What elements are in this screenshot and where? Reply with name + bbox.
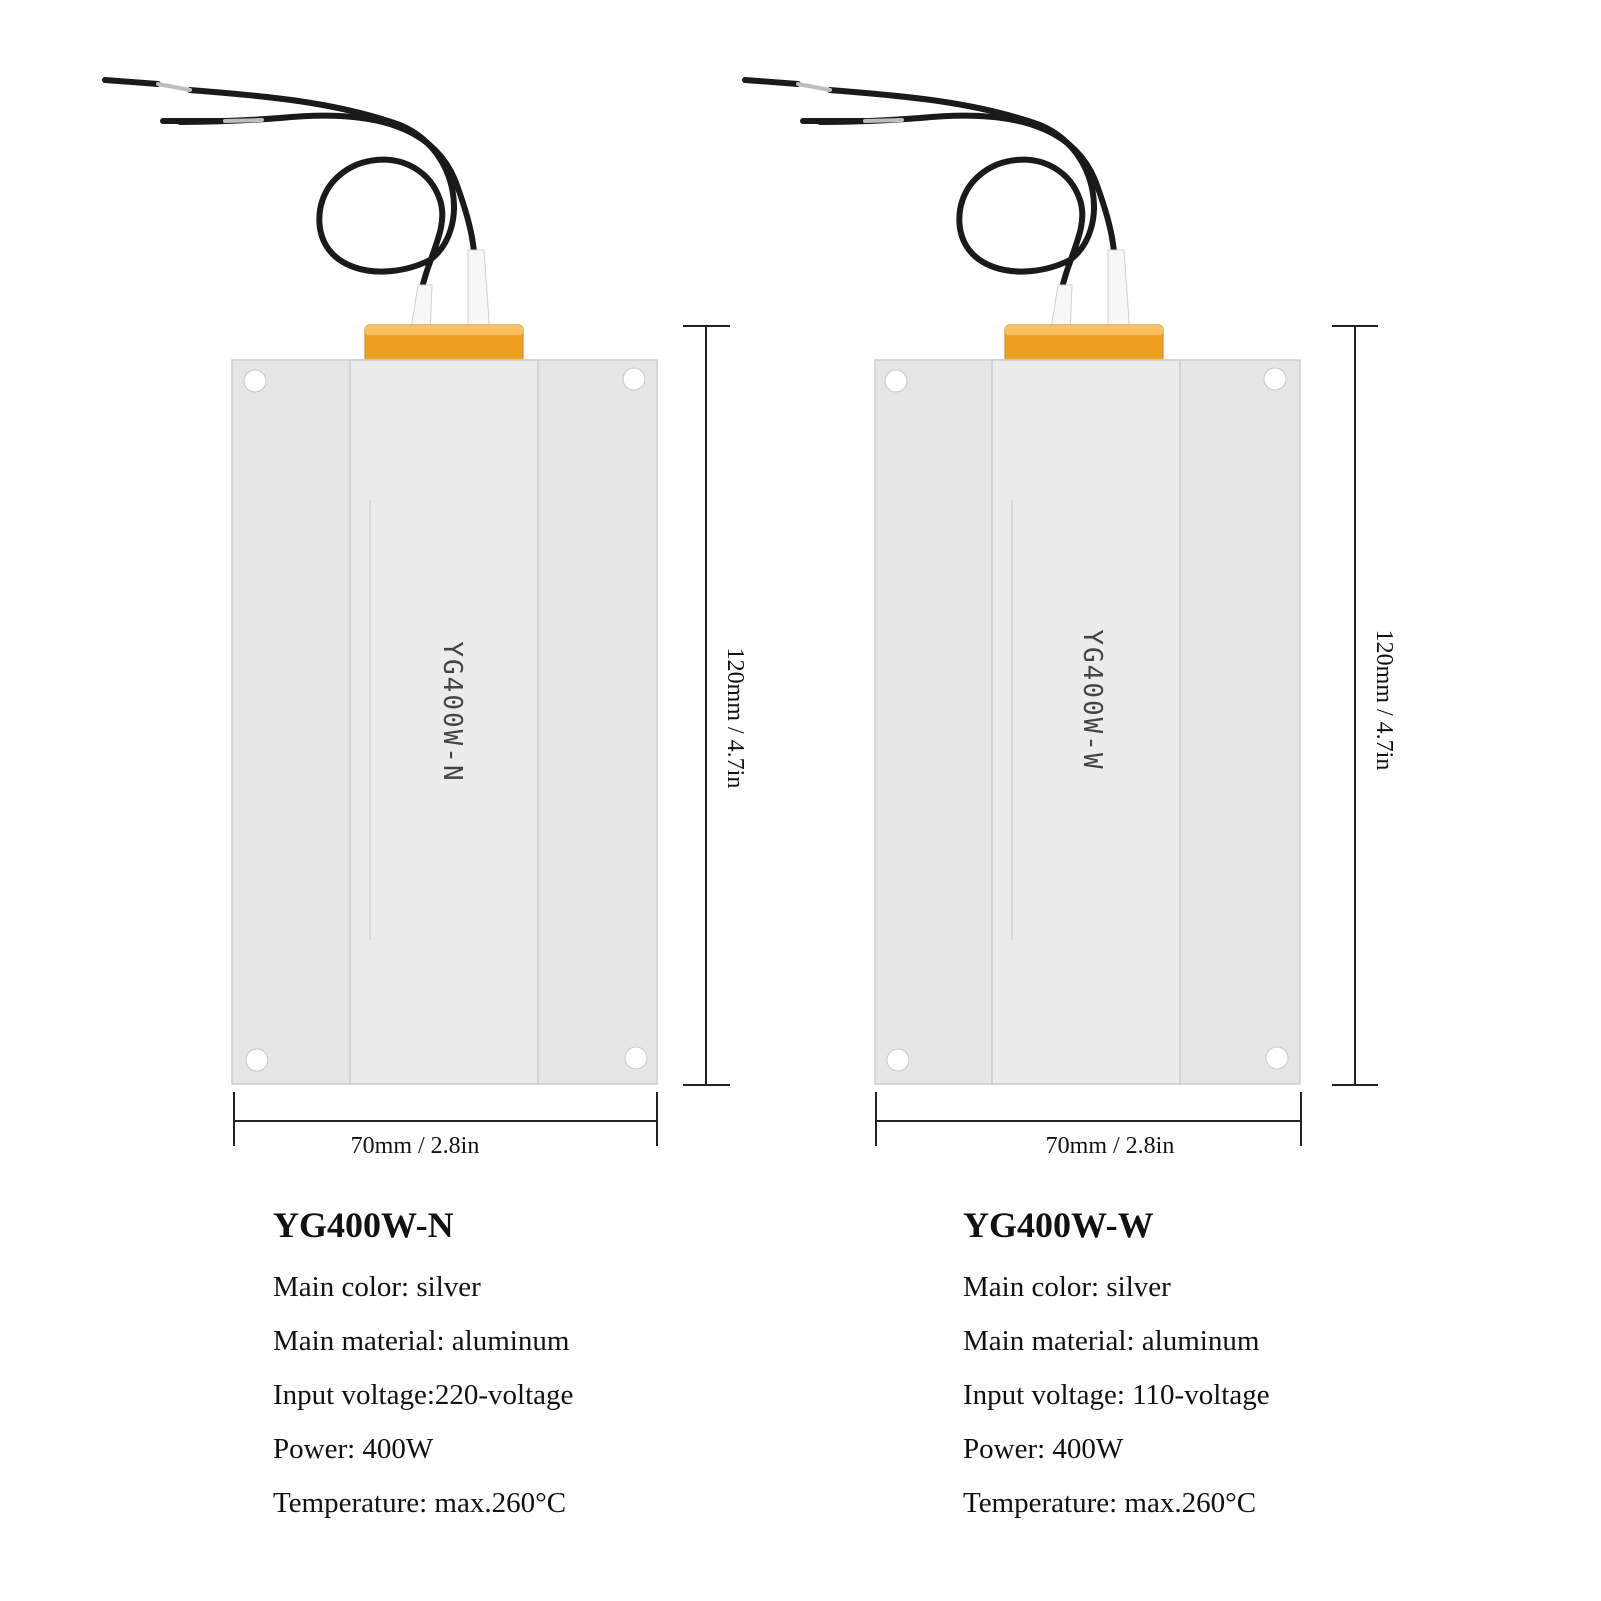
model-name: YG400W-W (963, 1205, 1154, 1245)
spec-voltage: Input voltage: 110-voltage (963, 1379, 1270, 1411)
center-rib (349, 359, 539, 1085)
terminal-highlight (365, 325, 523, 335)
spec-temperature: Temperature: max.260°C (273, 1487, 567, 1519)
mounting-hole (624, 1046, 648, 1070)
product-right: YG400W-W 120mm / 4.7in 70mm / 2.8in YG40… (640, 0, 1440, 1601)
height-dimension (1332, 325, 1378, 1086)
product-left: YG400W-N 120mm / 4.7in 70mm / 2.8in YG40… (0, 0, 800, 1601)
spec-temperature: Temperature: max.260°C (963, 1487, 1257, 1519)
lead-wires (102, 77, 479, 303)
mounting-hole (886, 1048, 910, 1072)
wire-sleeve (467, 249, 491, 336)
mounting-hole (622, 367, 646, 391)
mounting-hole (1265, 1046, 1289, 1070)
spec-power: Power: 400W (273, 1433, 434, 1465)
wire-sleeve (1107, 249, 1131, 336)
mounting-hole (245, 1048, 269, 1072)
height-dimension (683, 325, 730, 1086)
spec-list: YG400W-W Main color: silver Main materia… (963, 1200, 1483, 1530)
spec-voltage: Input voltage:220-voltage (273, 1379, 574, 1411)
width-label: 70mm / 2.8in (1046, 1133, 1175, 1159)
mounting-hole (243, 369, 267, 393)
spec-power: Power: 400W (963, 1433, 1124, 1465)
terminal-highlight (1005, 325, 1163, 335)
mounting-hole (884, 369, 908, 393)
spec-color: Main color: silver (273, 1271, 481, 1303)
heater-drawing: YG400W-W 120mm / 4.7in 70mm / 2.8in (742, 77, 1397, 1159)
spec-list: YG400W-N Main color: silver Main materia… (273, 1200, 793, 1530)
lead-wires (742, 77, 1119, 303)
spec-material: Main material: aluminum (273, 1325, 570, 1357)
center-rib (991, 359, 1181, 1085)
model-name: YG400W-N (273, 1205, 454, 1245)
height-label: 120mm / 4.7in (722, 648, 748, 789)
mounting-hole (1263, 367, 1287, 391)
height-label: 120mm / 4.7in (1371, 630, 1397, 771)
width-dimension (233, 1092, 658, 1146)
spec-material: Main material: aluminum (963, 1325, 1260, 1357)
heater-drawing: YG400W-N 120mm / 4.7in 70mm / 2.8in (102, 77, 748, 1159)
width-label: 70mm / 2.8in (351, 1133, 480, 1159)
plate-stamp: YG400W-W (1077, 629, 1107, 770)
width-dimension (875, 1092, 1302, 1146)
plate-stamp: YG400W-N (437, 641, 467, 782)
spec-color: Main color: silver (963, 1271, 1171, 1303)
